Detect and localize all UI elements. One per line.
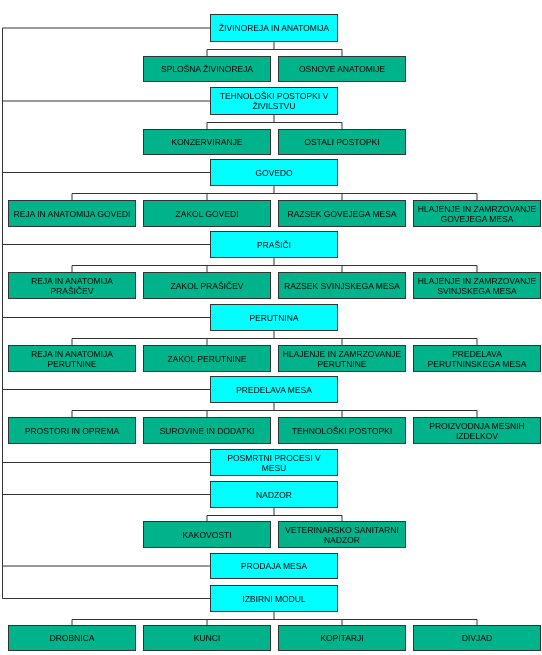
unit-reja-in-anatomija-perutnine: REJA IN ANATOMIJA PERUTNINE	[8, 345, 136, 372]
module-perutnina: PERUTNINA	[210, 304, 338, 331]
unit-kunci: KUNCI	[143, 625, 271, 651]
unit-predelava-perutninskega-mesa: PREDELAVA PERUTNINSKEGA MESA	[413, 345, 541, 372]
unit-hlajenje-govejega-mesa: HLAJENJE IN ZAMRZOVANJE GOVEJEGA MESA	[413, 200, 541, 227]
module-govedo: GOVEDO	[210, 159, 338, 186]
module-prasici: PRAŠIČI	[210, 231, 338, 258]
module-zivinoreja-in-anatomija: ŽIVINOREJA IN ANATOMIJA	[210, 14, 338, 42]
unit-zakol-perutnine: ZAKOL PERUTNINE	[143, 345, 271, 372]
module-prodaja-mesa: PRODAJA MESA	[210, 553, 338, 579]
module-izbirni-modul: IZBIRNI MODUL	[210, 585, 338, 612]
unit-hlajenje-perutnine: HLAJENJE IN ZAMRZOVANJE PERUTNINE	[278, 345, 406, 372]
unit-razsek-svinjskega-mesa: RAZSEK SVINJSKEGA MESA	[278, 272, 406, 299]
unit-splosna-zivinoreja: SPLOŠNA ŽIVINOREJA	[143, 56, 271, 82]
unit-kopitarji: KOPITARJI	[278, 625, 406, 651]
unit-divjad: DIVJAD	[413, 625, 541, 651]
unit-hlajenje-svinjskega-mesa: HLAJENJE IN ZAMRZOVANJE SVINJSKEGA MESA	[413, 272, 541, 299]
unit-konzerviranje: KONZERVIRANJE	[143, 129, 271, 155]
unit-zakol-prasicev: ZAKOL PRAŠIČEV	[143, 272, 271, 299]
unit-razsek-govejega-mesa: RAZSEK GOVEJEGA MESA	[278, 200, 406, 227]
unit-reja-in-anatomija-govedi: REJA IN ANATOMIJA GOVEDI	[8, 200, 136, 227]
module-tehnoloski-postopki-v-zivilstvu: TEHNOLOŠKI POSTOPKI V ŽIVILSTVU	[210, 87, 338, 115]
unit-ostali-postopki: OSTALI POSTOPKI	[278, 129, 406, 155]
unit-veterinarsko-sanitarni-nadzor: VETERINARSKO SANITARNI NADZOR	[278, 521, 406, 548]
unit-osnove-anatomije: OSNOVE ANATOMIJE	[278, 56, 406, 82]
unit-zakol-govedi: ZAKOL GOVEDI	[143, 200, 271, 227]
unit-tehnoloski-postopki: TEHNOLOŠKI POSTOPKI	[278, 417, 406, 444]
unit-kakovosti: KAKOVOSTI	[143, 521, 271, 548]
unit-prostori-in-oprema: PROSTORI IN OPREMA	[8, 417, 136, 444]
module-nadzor: NADZOR	[210, 481, 338, 508]
unit-reja-in-anatomija-prasicev: REJA IN ANATOMIJA PRAŠIČEV	[8, 272, 136, 299]
unit-drobnica: DROBNICA	[8, 625, 136, 651]
unit-proizvodnja-mesnih-izdelkov: PROIZVODNJA MESNIH IZDELKOV	[413, 417, 541, 444]
module-posmrtni-procesi-v-mesu: POSMRTNI PROCESI V MESU	[210, 449, 338, 476]
module-predelava-mesa: PREDELAVA MESA	[210, 376, 338, 403]
unit-surovine-in-dodatki: SUROVINE IN DODATKI	[143, 417, 271, 444]
